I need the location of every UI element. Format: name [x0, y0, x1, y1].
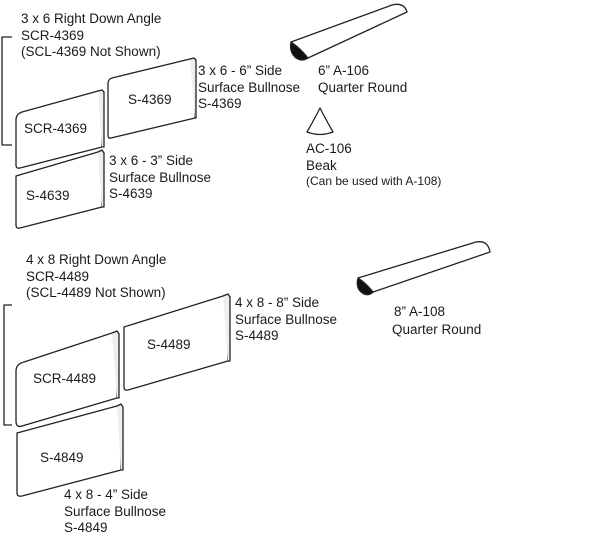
- callout-a-106-code: 6” A-106: [318, 63, 370, 78]
- tile-label-s-4489: S-4489: [147, 337, 191, 352]
- beak-ac-106: [306, 107, 334, 136]
- callout-3x6-side6-title: 3 x 6 - 6” Side: [198, 63, 283, 78]
- callout-4x8-side8-title: 4 x 8 - 8” Side: [235, 295, 320, 310]
- callout-a-108-type: Quarter Round: [392, 322, 482, 337]
- callout-4x8-angle-title: 4 x 8 Right Down Angle: [26, 252, 167, 267]
- callout-3x6-side6-code: S-4369: [198, 96, 242, 111]
- callout-3x6-angle: 3 x 6 Right Down Angle SCR-4369 (SCL-436…: [21, 11, 161, 61]
- callout-4x8-angle-code: SCR-4489: [26, 268, 90, 284]
- callout-3x6-angle-code: SCR-4369: [21, 27, 85, 43]
- callout-4x8-side8-code: S-4489: [235, 328, 279, 343]
- callout-3x6-angle-note: (SCL-4369 Not Shown): [21, 44, 161, 59]
- callout-a-106-type: Quarter Round: [318, 79, 408, 95]
- callout-3x6-side6-type: Surface Bullnose: [198, 79, 301, 95]
- callout-4x8-angle: 4 x 8 Right Down Angle SCR-4489 (SCL-448…: [26, 252, 166, 302]
- callout-4x8-side4-type: Surface Bullnose: [64, 503, 167, 519]
- tile-s-4849: [16, 403, 124, 497]
- tile-scr-4369: [15, 89, 105, 169]
- callout-beak-note: (Can be used with A-108): [306, 174, 442, 188]
- quarter-round-a-108: [356, 241, 491, 296]
- callout-4x8-side4-title: 4 x 8 - 4” Side: [64, 487, 149, 502]
- tile-label-s-4639: S-4639: [26, 188, 70, 203]
- callout-3x6-side3: 3 x 6 - 3” Side Surface Bullnose S-4639: [109, 153, 211, 203]
- callout-quarter-round-6: 6” A-106 Quarter Round: [318, 63, 407, 96]
- callout-beak: AC-106 Beak (Can be used with A-108): [306, 141, 441, 189]
- callout-4x8-side4-code: S-4849: [64, 520, 108, 535]
- bracket-4x8: [3, 304, 12, 426]
- callout-quarter-round-8: 8” A-108 Quarter Round: [392, 303, 482, 339]
- tile-label-s-4369: S-4369: [128, 92, 172, 107]
- callout-4x8-angle-note: (SCL-4489 Not Shown): [26, 285, 166, 300]
- callout-beak-type: Beak: [306, 157, 337, 173]
- callout-3x6-side3-title: 3 x 6 - 3” Side: [109, 153, 194, 168]
- tile-label-s-4849: S-4849: [40, 450, 84, 465]
- callout-beak-code: AC-106: [306, 141, 352, 156]
- tile-label-scr-4489: SCR-4489: [33, 371, 97, 386]
- tile-s-4639: [15, 149, 105, 229]
- tile-s-4369: [107, 57, 197, 139]
- tile-s-4489: [123, 293, 231, 391]
- callout-3x6-side3-type: Surface Bullnose: [109, 169, 212, 185]
- callout-a-108-code: 8” A-108: [394, 304, 446, 319]
- callout-4x8-side8: 4 x 8 - 8” Side Surface Bullnose S-4489: [235, 295, 337, 345]
- quarter-round-a-106: [289, 3, 408, 61]
- callout-4x8-side8-type: Surface Bullnose: [235, 311, 338, 327]
- tile-label-scr-4369: SCR-4369: [24, 121, 88, 136]
- callout-3x6-side6: 3 x 6 - 6” Side Surface Bullnose S-4369: [198, 63, 300, 113]
- callout-4x8-side4: 4 x 8 - 4” Side Surface Bullnose S-4849: [64, 487, 166, 537]
- bracket-3x6: [1, 36, 12, 146]
- tile-scr-4489: [15, 330, 120, 428]
- callout-3x6-side3-code: S-4639: [109, 186, 153, 201]
- callout-3x6-angle-title: 3 x 6 Right Down Angle: [21, 11, 162, 26]
